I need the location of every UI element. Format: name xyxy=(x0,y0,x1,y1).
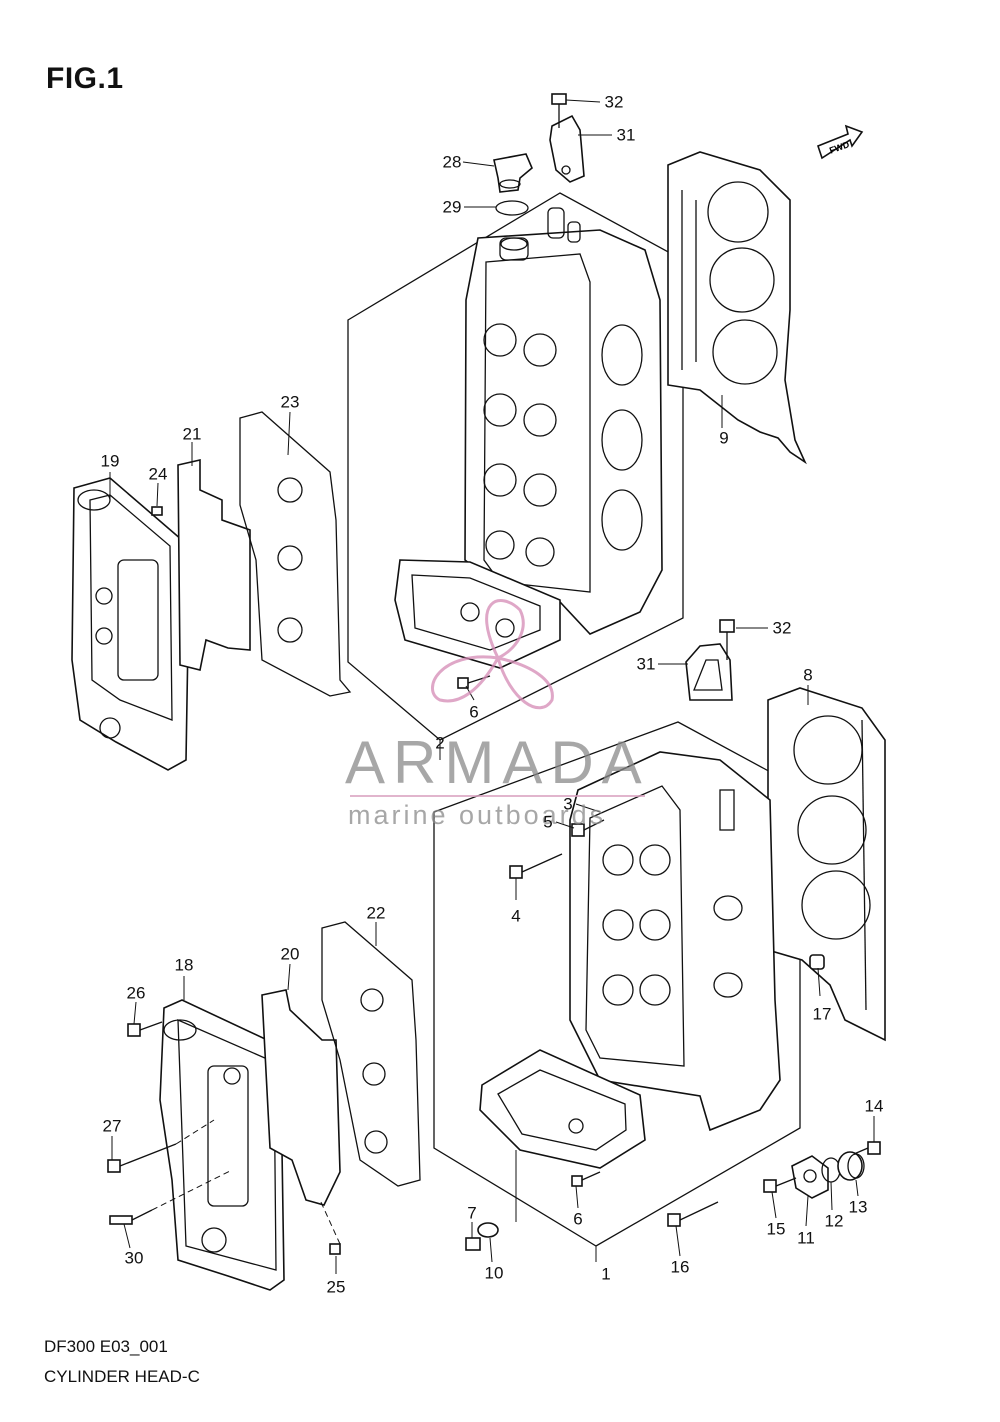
callout-11: 11 xyxy=(797,1228,815,1248)
lower-cylinder-head xyxy=(479,751,781,1169)
callout-5: 5 xyxy=(543,812,553,832)
upper-head-gasket xyxy=(667,151,807,465)
temperature-sensor xyxy=(109,1209,153,1225)
upper-cam-cover xyxy=(71,477,189,771)
callout-22: 22 xyxy=(366,903,386,923)
callout-7: 7 xyxy=(467,1203,477,1223)
lower-bracket xyxy=(685,643,733,701)
lower-head-frame xyxy=(433,721,801,1247)
bolt-16 xyxy=(667,1201,719,1227)
watermark-divider xyxy=(350,795,645,797)
dashed-line xyxy=(319,1199,341,1245)
callout-6-upper: 6 xyxy=(469,702,479,722)
dashed-line xyxy=(151,1169,233,1211)
upper-cover-gasket xyxy=(239,411,352,697)
callout-13: 13 xyxy=(848,1197,868,1217)
callout-32: 32 xyxy=(604,92,624,112)
nut-7 xyxy=(465,1237,481,1251)
callout-8: 8 xyxy=(803,665,813,685)
watermark-tagline: marine outboards xyxy=(348,800,607,830)
figure-code: DF300 E03_001 xyxy=(44,1337,168,1356)
callout-24: 24 xyxy=(148,464,168,484)
lower-cover-plate xyxy=(261,989,341,1206)
upper-bracket xyxy=(549,114,585,183)
o-ring xyxy=(495,200,529,216)
callout-10: 10 xyxy=(484,1263,504,1283)
lower-bolt-6 xyxy=(571,1171,601,1187)
callout-15: 15 xyxy=(766,1219,786,1239)
callout-12: 12 xyxy=(824,1211,844,1231)
watermark-brand: ARMADA xyxy=(345,729,650,796)
callout-19: 19 xyxy=(100,451,120,471)
figure-name: CYLINDER HEAD-C xyxy=(44,1367,200,1386)
bolt-14 xyxy=(853,1141,881,1155)
callout-21: 21 xyxy=(182,424,202,444)
watermark-propeller-icon xyxy=(430,599,554,710)
callout-4: 4 xyxy=(511,906,521,926)
callout-23: 23 xyxy=(280,392,300,412)
thermostat-cover xyxy=(791,1155,829,1199)
callout-18: 18 xyxy=(174,955,194,975)
lower-bracket-bolt xyxy=(719,619,735,660)
callout-25: 25 xyxy=(326,1277,346,1297)
callout-32-lower: 32 xyxy=(772,618,792,638)
thermostat-13 xyxy=(837,1151,865,1181)
oil-filler-cap xyxy=(493,153,533,193)
lower-cover-gasket xyxy=(321,921,421,1187)
callout-14: 14 xyxy=(864,1096,884,1116)
callout-31: 31 xyxy=(616,125,636,145)
callout-16: 16 xyxy=(670,1257,690,1277)
bolt-27 xyxy=(107,1143,177,1173)
bolt-25 xyxy=(329,1243,341,1255)
callout-26: 26 xyxy=(126,983,146,1003)
callout-30: 30 xyxy=(124,1248,144,1268)
upper-head-frame xyxy=(347,192,684,741)
callout-2: 2 xyxy=(435,733,445,753)
callout-31-lower: 31 xyxy=(636,654,656,674)
callout-20: 20 xyxy=(280,944,300,964)
upper-bracket-bolt xyxy=(551,93,567,128)
bolt-5 xyxy=(571,819,605,837)
callout-9: 9 xyxy=(719,428,729,448)
callout-17: 17 xyxy=(812,1004,832,1024)
washer-10 xyxy=(477,1222,499,1238)
callout-3: 3 xyxy=(563,794,573,814)
callout-28: 28 xyxy=(442,152,462,172)
bolt-4 xyxy=(509,853,563,879)
upper-cover-plate xyxy=(177,458,251,671)
lower-cam-cover xyxy=(159,999,285,1291)
dowel-pin-17 xyxy=(809,954,825,970)
dowel-pin xyxy=(151,506,163,516)
callout-27: 27 xyxy=(102,1116,122,1136)
bolt-15 xyxy=(763,1177,797,1193)
callout-6-lower: 6 xyxy=(573,1209,583,1229)
upper-cylinder-head xyxy=(394,207,663,669)
callout-1: 1 xyxy=(601,1264,611,1284)
leader-lines xyxy=(109,99,875,1274)
lower-head-gasket xyxy=(767,687,886,1042)
figure-title: FIG.1 xyxy=(46,62,124,95)
callout-29: 29 xyxy=(442,197,462,217)
fwd-arrow: FWD xyxy=(817,124,864,160)
dashed-line xyxy=(175,1119,215,1145)
bolt-26 xyxy=(127,1021,163,1037)
